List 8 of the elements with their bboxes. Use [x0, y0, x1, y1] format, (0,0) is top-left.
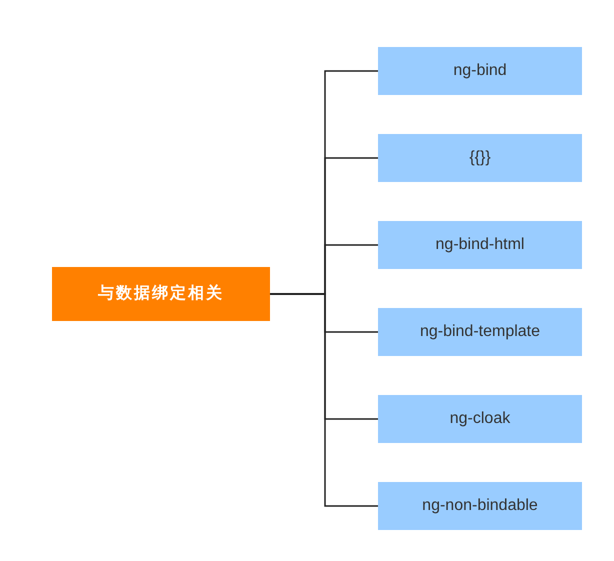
- subtopic-box: ng-bind-html: [378, 221, 582, 269]
- subtopic-box: ng-bind-template: [378, 308, 582, 356]
- connector-line: [270, 293, 378, 507]
- topic-box: 与数据绑定相关: [52, 267, 270, 321]
- subtopic-box: ng-non-bindable: [378, 482, 582, 530]
- subtopic-box: ng-cloak: [378, 395, 582, 443]
- subtopic-box: {{}}: [378, 134, 582, 182]
- subtopic-box: ng-bind: [378, 47, 582, 95]
